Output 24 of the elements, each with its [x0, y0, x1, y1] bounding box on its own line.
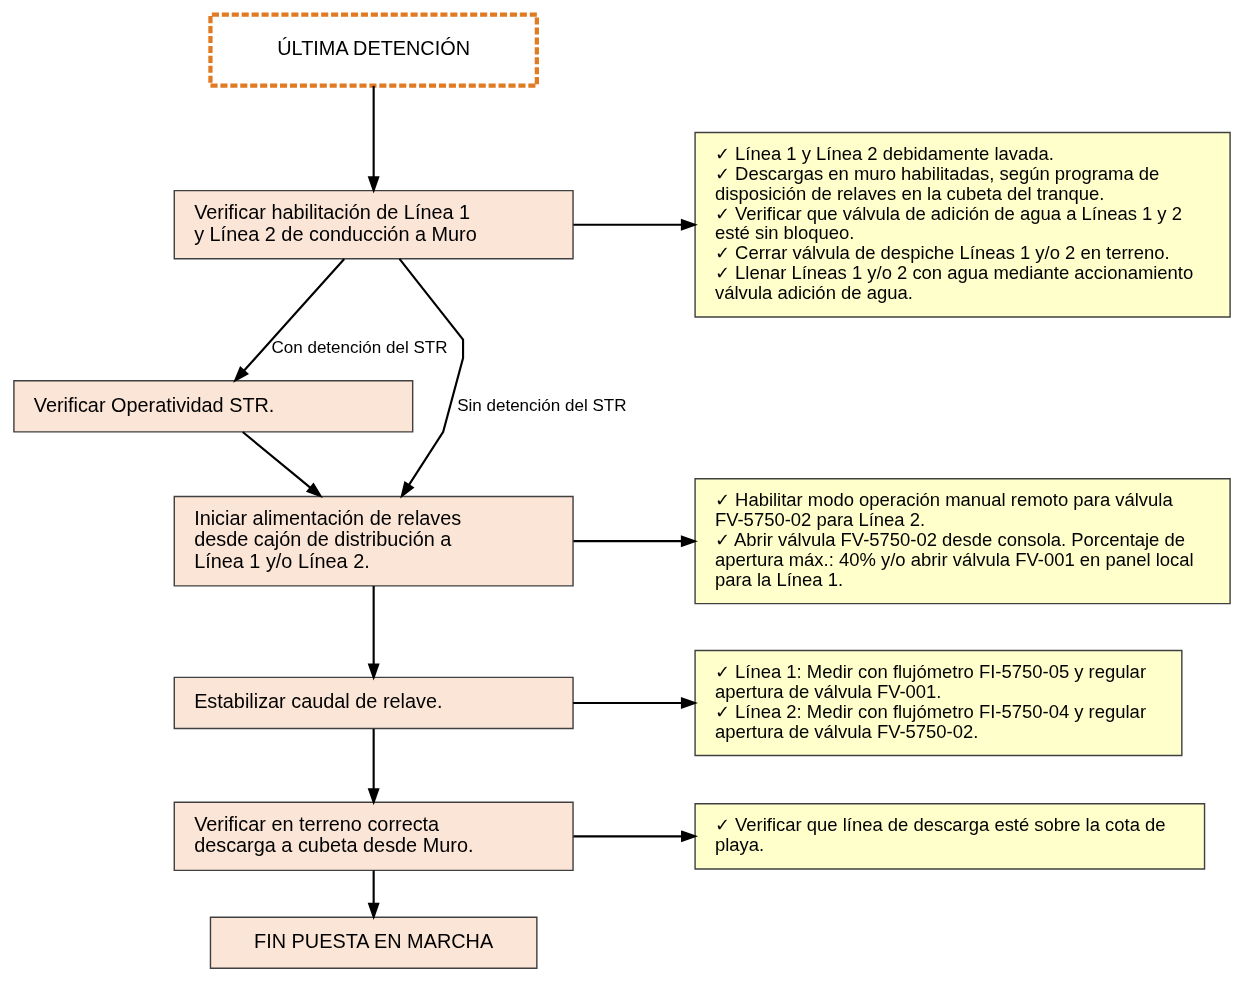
- arrow: [367, 870, 380, 920]
- arrow: [573, 535, 698, 548]
- arrow: [573, 218, 698, 231]
- node-box: Estabilizar caudal de relave.: [173, 676, 574, 730]
- node-box: Verificar en terreno correcta descarga a cubeta desde Muro.: [173, 801, 574, 872]
- node-box: ✓ Línea 1: Medir con flujómetro FI-5750-05 y regular apertura de válvula FV-001. ✓ Línea 2: Medir con flujómetro FI-5750-04 y regular apertura de válvula FV-5750-02.: [694, 649, 1183, 757]
- arrow: [573, 830, 699, 843]
- arrow: [398, 258, 465, 499]
- arrow: [367, 728, 380, 806]
- node-box: Verificar habilitación de Línea 1 y Línea 2 de conducción a Muro: [173, 189, 574, 260]
- node-box: ÚLTIMA DETENCIÓN: [208, 12, 539, 88]
- node-box: ✓ Verificar que línea de descarga esté sobre la cota de playa.: [694, 803, 1206, 870]
- node-box: Iniciar alimentación de relaves desde cajón de distribución a Línea 1 y/o Línea 2.: [173, 495, 574, 587]
- node-box: FIN PUESTA EN MARCHA: [209, 916, 538, 970]
- edge-label: Sin detención del STR: [457, 395, 627, 415]
- node-box: ✓ Línea 1 y Línea 2 debidamente lavada. ✓ Descargas en muro habilitadas, según programa de disposición de relaves en la cubeta del tranque. ✓ Verificar que válvula de adición de agua a Líneas 1 y 2 esté sin bloqueo. ✓ Cerrar válvula de despiche Líneas 1 y/o 2 en terreno. ✓ Llenar Líneas 1 y/o 2 con agua mediante accionamiento válvula adición de agua.: [694, 131, 1231, 318]
- arrow: [367, 85, 380, 194]
- arrow: [242, 431, 323, 498]
- arrow: [233, 258, 346, 383]
- arrow: [367, 586, 380, 681]
- node-box: ✓ Habilitar modo operación manual remoto para válvula FV-5750-02 para Línea 2. ✓ Abrir válvula FV-5750-02 desde consola. Porcentaje de apertura máx.: 40% y/o abrir válvula FV-001 en panel local para la Línea 1.: [694, 478, 1231, 605]
- arrow: [573, 696, 698, 709]
- edge-label: Con detención del STR: [271, 338, 448, 358]
- node-box: Verificar Operatividad STR.: [13, 380, 414, 433]
